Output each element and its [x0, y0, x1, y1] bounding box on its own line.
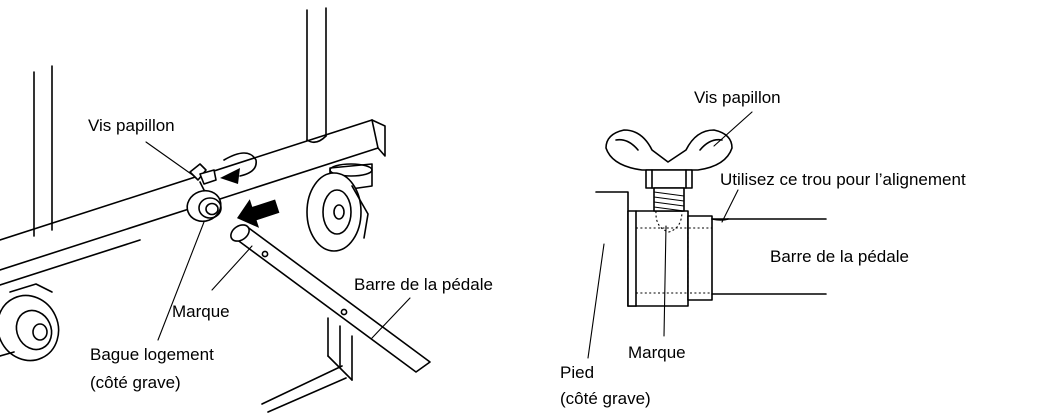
pedal-bracket: [261, 317, 353, 413]
right-pedal-bar-label: Barre de la pédale: [770, 247, 909, 266]
right-wing-screw: [605, 129, 733, 233]
frame-caster-wheel: [306, 163, 373, 252]
right-socket: [627, 210, 713, 307]
leader-socket-ring: [157, 221, 205, 341]
left-wing-screw-label: Vis papillon: [88, 116, 175, 135]
leader-left-wing-screw: [145, 141, 195, 177]
left-upright-posts: [33, 7, 327, 237]
leader-right-leg: [587, 243, 605, 359]
left-pedal-bar-label: Barre de la pédale: [354, 275, 493, 294]
rotation-arrow: [220, 152, 257, 184]
right-wing-screw-label: Vis papillon: [694, 88, 781, 107]
leader-left-mark: [211, 245, 253, 291]
leader-alignment-hole: [721, 189, 739, 223]
right-pedal-bar: [711, 218, 827, 295]
left-wing-screw: [189, 163, 217, 191]
right-leg-sublabel: (côté grave): [560, 389, 651, 408]
socket-ring-label: Bague logement: [90, 345, 214, 364]
socket-ring: [186, 189, 222, 223]
leader-right-mark: [663, 225, 667, 337]
pedal-bar: [230, 224, 431, 373]
socket-ring-sublabel: (côté grave): [90, 373, 181, 392]
right-mark-label: Marque: [628, 343, 686, 362]
right-figure: Vis papillon Utilisez ce trou pour l’ali…: [560, 88, 966, 408]
leader-left-pedal-bar: [371, 297, 411, 339]
left-mark-label: Marque: [172, 302, 230, 321]
right-leg-label: Pied: [560, 363, 594, 382]
alignment-hole-label: Utilisez ce trou pour l’alignement: [720, 170, 966, 189]
left-figure: Vis papillon Marque Barre de la pédale B…: [0, 7, 493, 413]
insert-arrow: [236, 199, 280, 228]
left-caster-wheel: [0, 283, 60, 362]
leader-right-wing-screw: [713, 111, 753, 147]
